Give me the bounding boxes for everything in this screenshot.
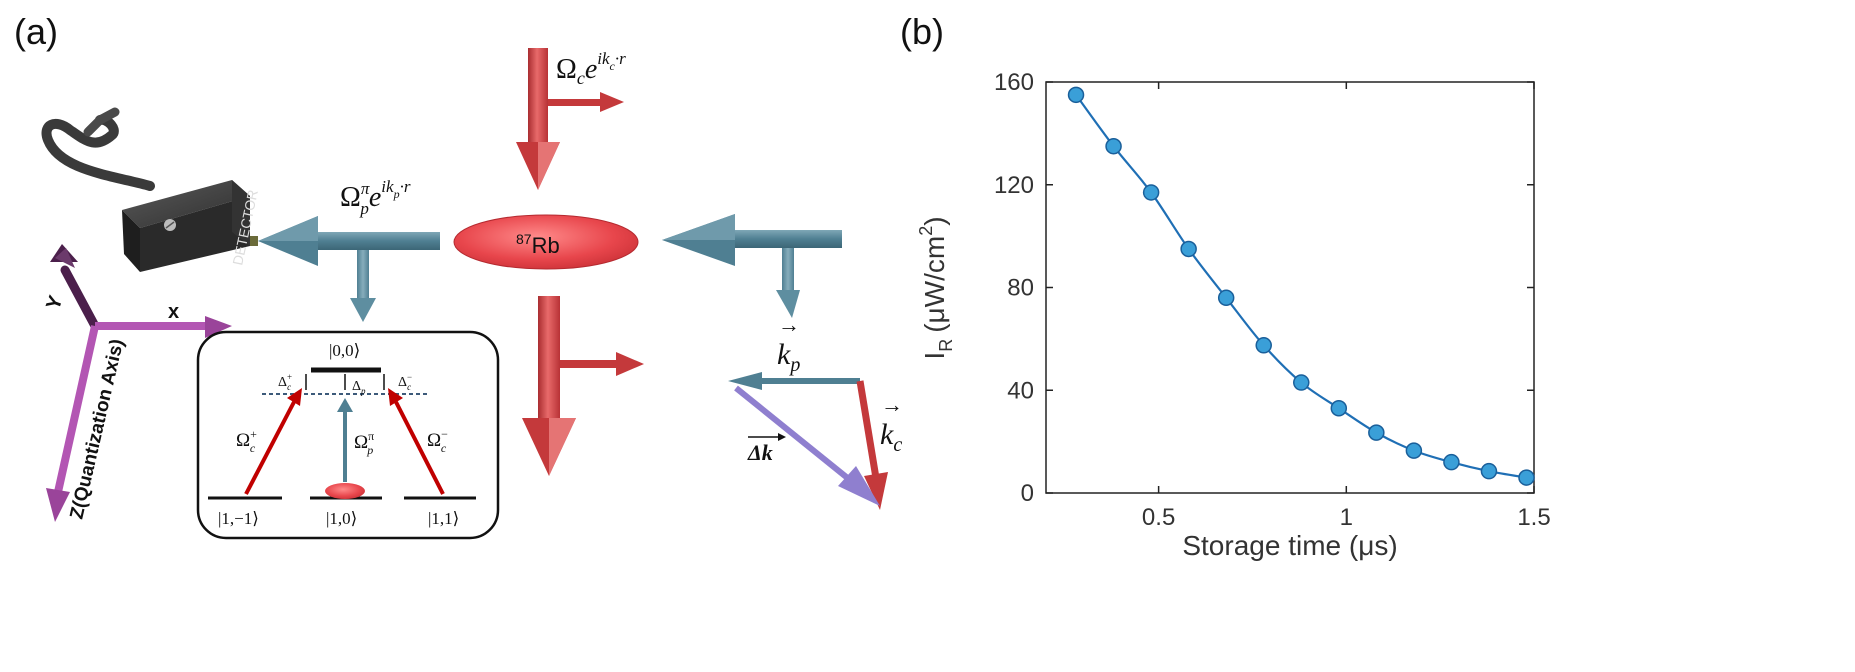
data-point	[1105, 137, 1122, 155]
y-tick-label: 0	[1021, 480, 1034, 507]
axis-ticks: 0.5 1 1.5 0 40 80 120 160	[994, 69, 1551, 531]
detuning-right: Δ−c	[398, 372, 412, 392]
control-beam-bottom	[522, 296, 644, 476]
data-point	[1368, 424, 1385, 441]
fit-layer	[1075, 94, 1527, 479]
wavevector-diagram: kp → kc → Δk	[728, 312, 903, 510]
panel-a-label: (a)	[14, 11, 58, 52]
data-point	[1142, 184, 1160, 201]
fit-curve	[1075, 94, 1527, 479]
atom-label: 87Rb	[516, 231, 560, 258]
kp-label: kp	[777, 338, 800, 376]
y-tick-label: 40	[1007, 377, 1034, 404]
y-tick-label: 120	[994, 172, 1034, 199]
panel-b: (b) 0.5 1 1.5 0 40 80 120 160 Storage time (μs)…	[900, 11, 1551, 561]
detector: DETECTOR	[122, 180, 261, 272]
level-bottom-right-label: |1,1⟩	[428, 509, 459, 528]
storage-chart: 0.5 1 1.5 0 40 80 120 160 Storage time (μs) IR(…	[916, 69, 1551, 561]
cable-end	[83, 107, 120, 137]
x-tick-label: 1	[1340, 504, 1353, 531]
data-point	[1067, 86, 1085, 104]
level-bottom-mid-label: |1,0⟩	[326, 509, 357, 528]
axis-x-label: x	[168, 301, 179, 323]
kp-arrow-icon: →	[778, 312, 800, 337]
atom-cloud: 87Rb	[453, 214, 639, 270]
y-tick-label: 80	[1007, 275, 1034, 302]
axis-y-label: Y	[42, 292, 67, 313]
data-point	[1443, 453, 1460, 471]
level-scheme: |0,0⟩ |1,−1⟩ |1,0⟩ |1,1⟩ Δ+c Δp Δ−c	[196, 330, 500, 540]
data-point	[1217, 289, 1235, 307]
x-axis-label: Storage time (μs)	[1182, 530, 1397, 561]
data-point	[1293, 374, 1310, 391]
level-bottom-left-label: |1,−1⟩	[218, 509, 259, 528]
control-beam-top	[516, 48, 624, 190]
dk-label: Δk	[747, 440, 773, 465]
panel-b-label: (b)	[900, 11, 944, 52]
kc-label: kc	[880, 418, 902, 456]
x-tick-label: 1.5	[1517, 504, 1550, 531]
detuning-left: Δ+c	[278, 372, 292, 392]
coupling-right: Ω−c	[427, 427, 448, 455]
data-point	[1518, 469, 1535, 486]
y-tick-label: 160	[994, 69, 1034, 96]
coupling-left: Ω+c	[236, 427, 257, 455]
data-point	[1405, 442, 1423, 459]
detuning-mid: Δp	[352, 379, 366, 396]
data-point	[1330, 399, 1348, 417]
data-point	[1180, 240, 1197, 258]
panel-a: (a) DETECTOR Y x Z(Quantization Axi	[14, 11, 903, 540]
data-point	[1480, 462, 1498, 480]
detector-port	[250, 236, 258, 246]
y-axis-label: IR(μW/cm2)	[916, 216, 956, 359]
control-field-label: Ωceikc·r	[556, 49, 626, 88]
x-tick-label: 0.5	[1142, 504, 1175, 531]
population-icon	[325, 483, 365, 499]
data-points	[1067, 86, 1535, 486]
detector-cable	[41, 114, 155, 191]
kc-arrow-icon: →	[881, 392, 903, 417]
level-top-label: |0,0⟩	[329, 341, 360, 360]
probe-beam-out	[258, 216, 440, 322]
data-point	[1255, 337, 1272, 354]
probe-beam-in	[662, 214, 842, 318]
